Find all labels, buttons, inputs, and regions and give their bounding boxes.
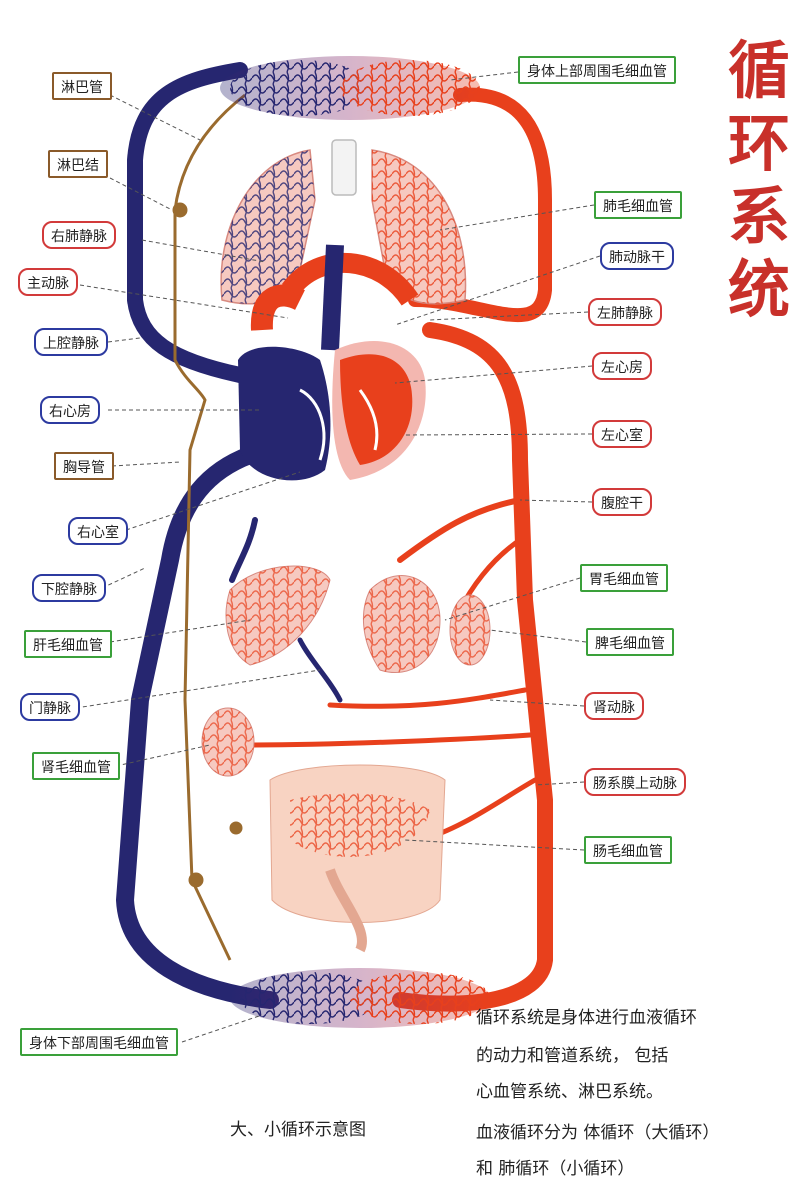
- label-stomach-capillaries: 胃毛细血管: [580, 564, 668, 592]
- label-pulmonary-trunk: 肺动脉干: [600, 242, 674, 270]
- venous-loop: [115, 62, 343, 1009]
- intestines: [269, 764, 446, 953]
- label-left-pulmonary-vein: 左肺静脉: [588, 298, 662, 326]
- label-lymph-node: 淋巴结: [48, 150, 108, 178]
- label-inferior-vena-cava: 下腔静脉: [32, 574, 106, 602]
- description-line-4: 血液循环分为 体循环（大循环）: [476, 1123, 720, 1143]
- title-char-3: 系: [727, 180, 790, 253]
- label-right-atrium: 右心房: [40, 396, 100, 424]
- lungs: [220, 149, 467, 305]
- spleen: [449, 594, 491, 666]
- label-renal-artery: 肾动脉: [584, 692, 644, 720]
- diagram-caption: 大、小循环示意图: [230, 1120, 366, 1140]
- label-lower-body-capillaries: 身体下部周围毛细血管: [20, 1028, 178, 1056]
- label-portal-vein: 门静脉: [20, 693, 80, 721]
- upper-body-capillaries: [220, 56, 480, 120]
- label-superior-vena-cava: 上腔静脉: [34, 328, 108, 356]
- label-thoracic-duct: 胸导管: [54, 452, 114, 480]
- trachea: [331, 139, 357, 196]
- description-line-5: 和 肺循环（小循环）: [476, 1159, 635, 1179]
- heart: [238, 244, 426, 481]
- label-right-pulmonary-vein: 右肺静脉: [42, 221, 116, 249]
- label-left-atrium: 左心房: [592, 352, 652, 380]
- label-lymph-vessel: 淋巴管: [52, 72, 112, 100]
- liver: [225, 565, 331, 666]
- label-aorta: 主动脉: [18, 268, 78, 296]
- lower-body-capillaries: [230, 968, 490, 1028]
- stomach: [362, 575, 441, 674]
- description-line-3: 心血管系统、淋巴系统。: [476, 1082, 663, 1102]
- label-left-ventricle: 左心室: [592, 420, 652, 448]
- label-intestine-capillaries: 肠毛细血管: [584, 836, 672, 864]
- leader-lines: [75, 71, 601, 1043]
- label-upper-body-capillaries: 身体上部周围毛细血管: [518, 56, 676, 84]
- title-char-1: 循: [727, 34, 790, 107]
- description-line-1: 循环系统是身体进行血液循环: [476, 1008, 697, 1028]
- description-line-2: 的动力和管道系统， 包括: [476, 1046, 669, 1066]
- label-right-ventricle: 右心室: [68, 517, 128, 545]
- label-spleen-capillaries: 脾毛细血管: [586, 628, 674, 656]
- title-char-4: 统: [727, 253, 790, 326]
- label-lung-capillaries: 肺毛细血管: [594, 191, 682, 219]
- label-liver-capillaries: 肝毛细血管: [24, 630, 112, 658]
- label-superior-mesenteric-artery: 肠系膜上动脉: [584, 768, 686, 796]
- label-kidney-capillaries: 肾毛细血管: [32, 752, 120, 780]
- label-celiac-trunk: 腹腔干: [592, 488, 652, 516]
- lymph-vessels: [172, 93, 246, 961]
- title-char-2: 环: [727, 107, 790, 180]
- kidney: [201, 707, 255, 777]
